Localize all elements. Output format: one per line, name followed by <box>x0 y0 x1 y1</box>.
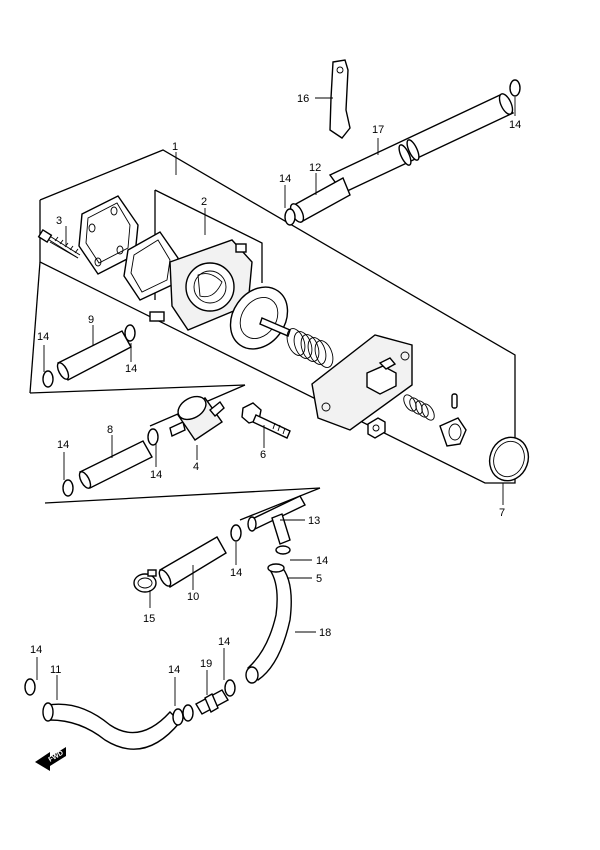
bent-hose <box>245 563 292 684</box>
label-part-14-h: 14 <box>316 555 328 567</box>
pump-cover <box>311 334 413 431</box>
label-part-3: 3 <box>56 215 62 227</box>
diaphragm <box>229 286 291 350</box>
t-joint <box>230 495 306 555</box>
label-part-4: 4 <box>193 461 199 473</box>
spring-large <box>286 328 334 368</box>
label-part-14-i: 14 <box>30 644 42 656</box>
label-part-7: 7 <box>499 507 505 519</box>
screw-icon <box>37 228 81 259</box>
connector-icon <box>195 679 236 715</box>
label-part-14-g: 14 <box>230 567 242 579</box>
label-part-1: 1 <box>172 141 178 153</box>
label-part-6: 6 <box>260 449 266 461</box>
label-part-18: 18 <box>319 627 331 639</box>
leader-lines <box>36 97 516 706</box>
label-part-17: 17 <box>372 124 384 136</box>
label-part-15: 15 <box>143 613 155 625</box>
pin-icon <box>451 393 458 409</box>
assembly-frame <box>29 149 516 521</box>
nut-icon <box>367 417 386 439</box>
pump-body <box>149 239 253 331</box>
clip-bracket <box>329 59 351 139</box>
tube-10 <box>158 536 227 588</box>
label-part-19: 19 <box>200 658 212 670</box>
label-part-9: 9 <box>88 314 94 326</box>
o-ring <box>488 436 530 482</box>
bolt-icon <box>241 402 291 439</box>
label-part-16: 16 <box>297 93 309 105</box>
label-part-11: 11 <box>50 664 61 676</box>
clamp-icon <box>133 569 157 593</box>
label-part-14-d: 14 <box>125 363 137 375</box>
label-part-14-e: 14 <box>57 439 69 451</box>
tube-9 <box>42 324 136 388</box>
valve-icon <box>439 417 467 447</box>
hose-short <box>289 177 351 223</box>
cover-plate <box>78 195 139 275</box>
label-part-10: 10 <box>187 591 199 603</box>
hose-clip-icon <box>284 79 521 226</box>
label-part-14-j: 14 <box>168 664 180 676</box>
hose-lower <box>24 678 194 750</box>
label-part-5: 5 <box>316 573 322 585</box>
label-part-14-b: 14 <box>509 119 521 131</box>
label-part-13: 13 <box>308 515 320 527</box>
label-part-14-c: 14 <box>37 331 49 343</box>
label-part-14-f: 14 <box>150 469 162 481</box>
hose-upper <box>328 93 515 194</box>
forward-arrow-icon: FWD <box>35 747 66 771</box>
label-part-14-k: 14 <box>218 636 230 648</box>
label-part-8: 8 <box>107 424 113 436</box>
tube-8 <box>62 440 153 497</box>
label-part-12: 12 <box>309 162 321 174</box>
label-part-14-a: 14 <box>279 173 291 185</box>
part-labels: 1 2 3 4 5 6 7 8 9 10 11 12 13 14 14 14 1… <box>30 93 521 676</box>
spring-small <box>403 394 435 421</box>
label-part-2: 2 <box>201 196 207 208</box>
fuel-filter <box>147 395 225 446</box>
